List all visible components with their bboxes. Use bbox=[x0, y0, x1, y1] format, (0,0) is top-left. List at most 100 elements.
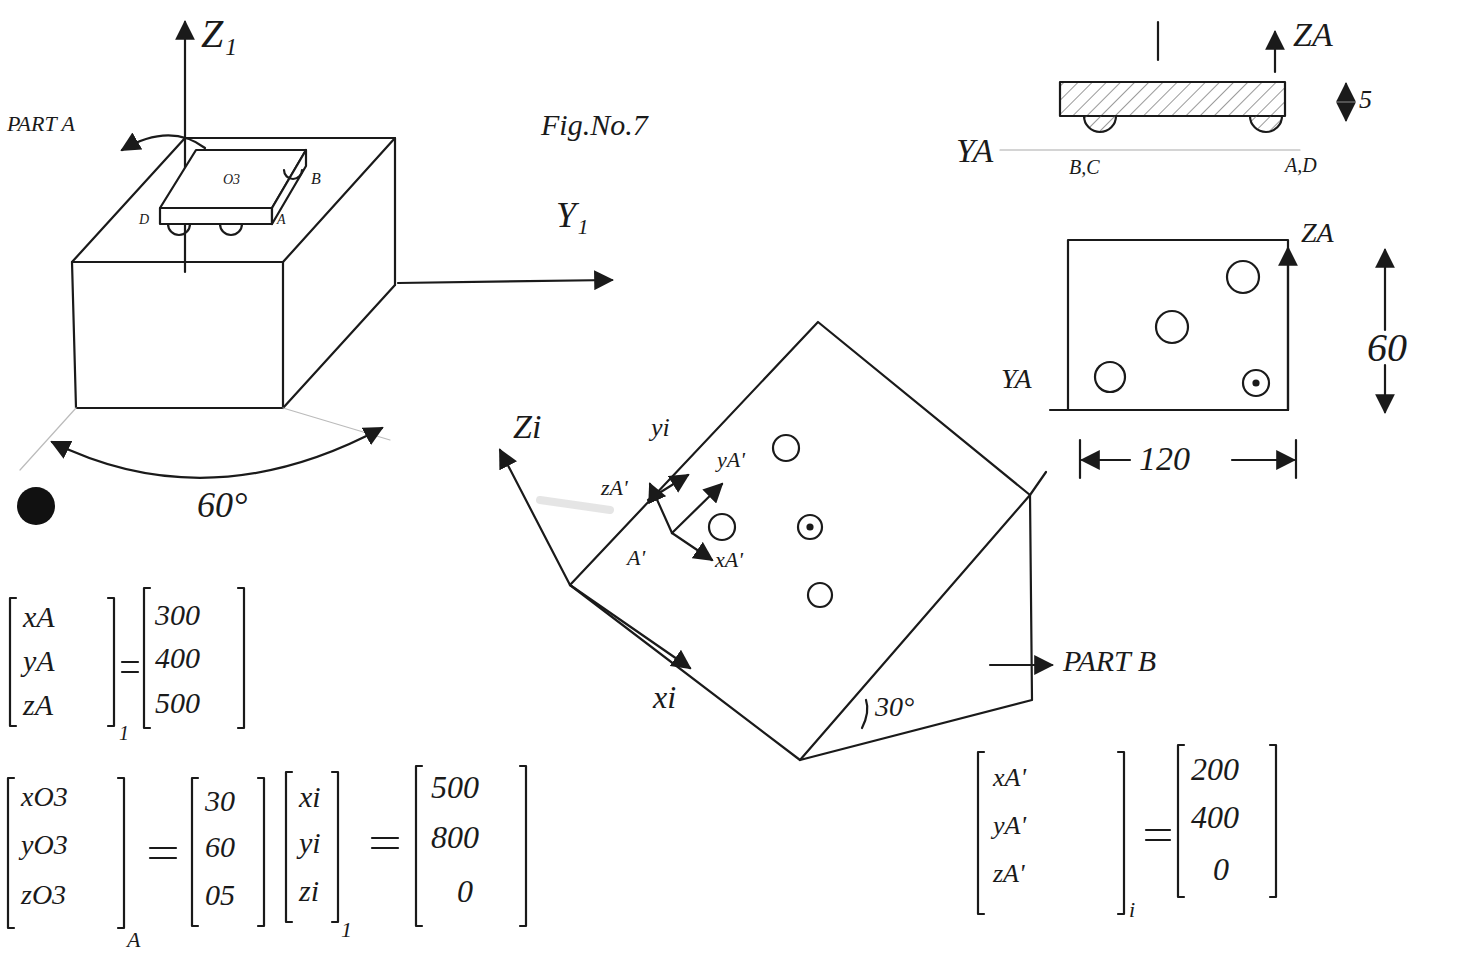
axis-label: YA bbox=[1000, 364, 1033, 395]
zi-axis bbox=[500, 450, 570, 585]
dim-arrow bbox=[1384, 365, 1386, 412]
base-line bbox=[1000, 149, 1300, 150]
matrix-subscript: A bbox=[126, 928, 141, 952]
angle-mark bbox=[862, 700, 867, 728]
axis-label: yA' bbox=[716, 448, 746, 472]
matrix-bracket bbox=[258, 778, 264, 926]
hole bbox=[798, 515, 822, 539]
point-label: A,D bbox=[1284, 154, 1318, 176]
matrix-symbol: xi bbox=[298, 780, 322, 813]
locator-ball bbox=[168, 224, 190, 235]
locator-ball bbox=[284, 170, 302, 179]
hole-center bbox=[808, 525, 813, 530]
point-label: B,C bbox=[1068, 156, 1101, 178]
block-top bbox=[72, 138, 395, 262]
equals bbox=[122, 671, 138, 673]
hole bbox=[1243, 370, 1269, 396]
construction-line bbox=[283, 408, 390, 440]
part-b-wedge bbox=[800, 495, 1032, 760]
part-name: PART A bbox=[6, 112, 76, 136]
hole bbox=[808, 583, 832, 607]
locator-ball bbox=[220, 224, 242, 235]
block-edge bbox=[76, 407, 283, 409]
yi-axis bbox=[648, 475, 688, 500]
axis-label: Z₁ bbox=[200, 12, 238, 56]
y1-axis bbox=[398, 280, 612, 283]
part-a-leader bbox=[122, 135, 205, 150]
point-label: D bbox=[138, 212, 150, 227]
dim-tick bbox=[1295, 440, 1297, 478]
axis-label: YA bbox=[955, 132, 994, 169]
hole bbox=[709, 514, 735, 540]
matrix-bracket bbox=[238, 588, 244, 728]
matrix-symbol: zA bbox=[22, 688, 54, 721]
part-a-plate bbox=[160, 208, 272, 224]
matrix-bracket bbox=[118, 778, 124, 928]
matrix-bracket bbox=[10, 598, 16, 726]
dim-tick bbox=[1079, 440, 1081, 478]
axis-label: Y₁ bbox=[555, 196, 590, 236]
equals bbox=[1146, 839, 1170, 841]
part-b-leader bbox=[990, 664, 1052, 666]
matrix-value: 0 bbox=[1212, 852, 1230, 887]
matrix-bracket bbox=[1118, 752, 1124, 914]
matrix-bracket bbox=[416, 766, 422, 926]
matrix-value: 400 bbox=[1190, 800, 1240, 835]
matrix-bracket bbox=[520, 766, 526, 926]
part-b-face bbox=[570, 322, 1030, 760]
locator-ball bbox=[1084, 116, 1116, 132]
ya-axis bbox=[1050, 409, 1288, 411]
hole bbox=[1227, 261, 1259, 293]
matrix-value: 300 bbox=[154, 598, 201, 631]
matrix-symbol: yA' bbox=[992, 812, 1027, 841]
ink-dot bbox=[17, 487, 55, 525]
matrix-value: 800 bbox=[430, 820, 480, 855]
matrix-symbol: yA bbox=[22, 644, 56, 677]
figure-number: Fig.No.7 bbox=[540, 108, 649, 141]
xa-axis bbox=[1287, 248, 1289, 410]
part-a-plan bbox=[1068, 240, 1288, 410]
matrix-bracket bbox=[8, 778, 14, 928]
matrix-subscript: i bbox=[1128, 898, 1136, 922]
locator-ball bbox=[1250, 116, 1282, 132]
point-label: B bbox=[310, 170, 322, 188]
dim-arrow bbox=[1384, 250, 1386, 330]
matrix-symbol: yi bbox=[298, 826, 322, 859]
matrix-symbol: zi bbox=[298, 874, 320, 907]
hole bbox=[773, 435, 799, 461]
point-label: A bbox=[276, 212, 287, 227]
center-line bbox=[1157, 22, 1159, 60]
matrix-bracket bbox=[144, 588, 150, 728]
axis-label: yi bbox=[650, 414, 671, 443]
matrix-value: 60 bbox=[204, 830, 236, 863]
construction-line bbox=[20, 408, 76, 470]
block-edge bbox=[394, 138, 396, 285]
xi-axis bbox=[570, 585, 690, 668]
matrix-bracket bbox=[332, 772, 338, 922]
block-edge bbox=[283, 285, 395, 408]
matrix-bracket bbox=[286, 772, 292, 922]
equals bbox=[372, 847, 398, 849]
equals bbox=[372, 837, 398, 839]
matrix-bracket bbox=[192, 778, 198, 926]
part-name: PART B bbox=[1062, 644, 1157, 677]
hole bbox=[1156, 311, 1188, 343]
matrix-symbol: xA' bbox=[992, 764, 1027, 793]
angle-dimension: 60° bbox=[196, 486, 248, 526]
matrix-bracket bbox=[1270, 745, 1276, 897]
axis-label: xi bbox=[652, 680, 677, 715]
block-edge bbox=[282, 262, 284, 408]
equals bbox=[1146, 829, 1170, 831]
za-axis bbox=[1274, 32, 1276, 72]
matrix-value: 400 bbox=[154, 641, 201, 674]
dim-arrow bbox=[1082, 459, 1130, 461]
matrix-symbol: xO3 bbox=[20, 782, 69, 813]
axis-label: xA' bbox=[714, 548, 744, 572]
axis-label: ZA bbox=[1300, 218, 1335, 249]
equals bbox=[150, 847, 176, 849]
dim-arrow bbox=[1345, 84, 1347, 96]
matrix-subscript: 1 bbox=[118, 722, 130, 744]
part-b-edge bbox=[1030, 472, 1046, 495]
matrix-value: 500 bbox=[154, 686, 201, 719]
equals bbox=[122, 661, 138, 663]
